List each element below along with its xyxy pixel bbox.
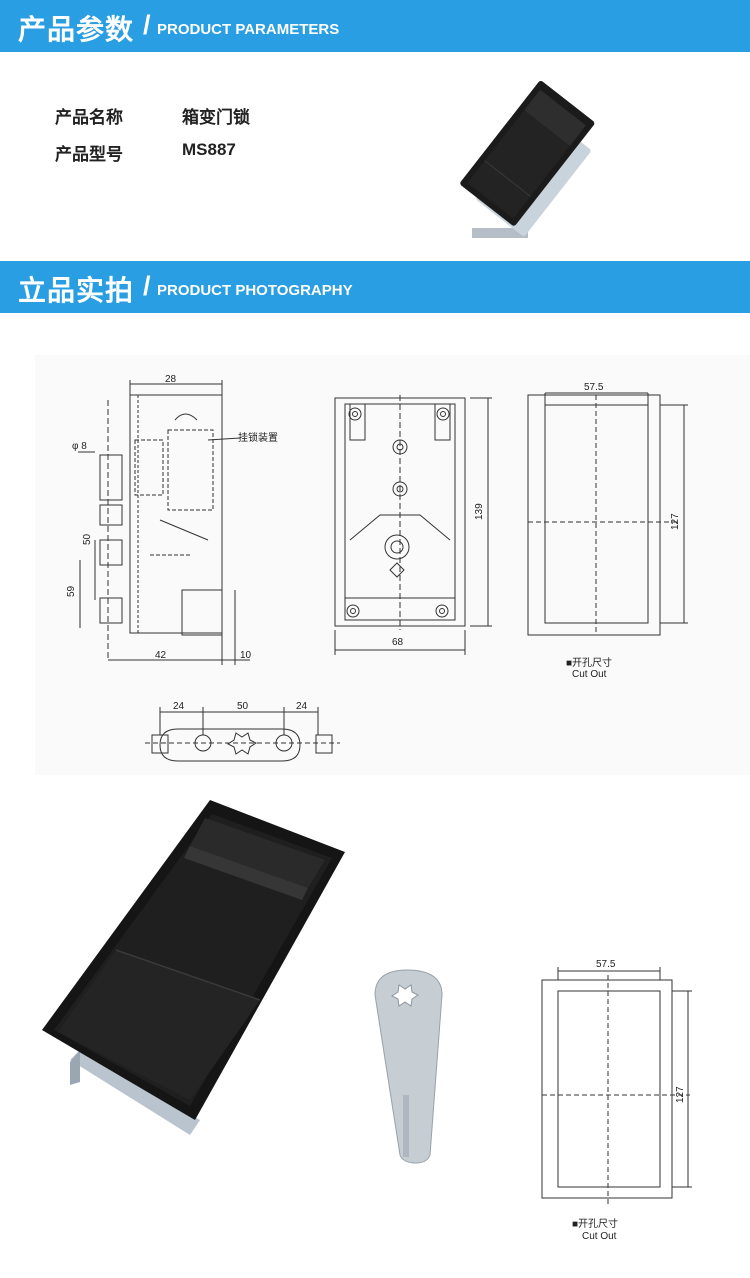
cam-drawing bbox=[145, 707, 340, 762]
dim-label: 24 bbox=[296, 701, 308, 712]
section-title-cn: 立品实拍 bbox=[18, 274, 135, 307]
cutout-label-cn: ■开孔尺寸 bbox=[566, 656, 612, 669]
section-slash: / bbox=[143, 10, 151, 40]
dim-label: 68 bbox=[392, 637, 404, 648]
section-banner-parameters: 产品参数 / PRODUCT PARAMETERS bbox=[0, 0, 750, 52]
dim-label: 139 bbox=[474, 503, 485, 520]
dim-label: 57.5 bbox=[584, 382, 604, 393]
dim-label: 24 bbox=[173, 701, 185, 712]
dim-label: 28 bbox=[165, 374, 177, 385]
cutout-label-en: Cut Out bbox=[582, 1231, 617, 1242]
param-value: 箱变门锁 bbox=[182, 108, 250, 128]
dim-label: φ 8 bbox=[72, 441, 87, 452]
dim-label: 挂锁装置 bbox=[238, 431, 278, 444]
dim-label: 50 bbox=[237, 701, 249, 712]
section-title-en: PRODUCT PHOTOGRAPHY bbox=[157, 282, 353, 299]
dim-label: 127 bbox=[675, 1086, 686, 1103]
product-photo-large bbox=[42, 800, 345, 1135]
dim-label: 10 bbox=[240, 650, 252, 661]
section-title-cn: 产品参数 bbox=[18, 13, 135, 46]
dim-label: 127 bbox=[670, 513, 681, 530]
cutout-label-cn: ■开孔尺寸 bbox=[572, 1217, 618, 1230]
cam-tongue-photo bbox=[374, 969, 443, 1164]
cutout-drawing-2: 57.5 127 ■开孔尺寸 Cut Out bbox=[541, 959, 692, 1242]
section-title-en: PRODUCT PARAMETERS bbox=[157, 21, 340, 38]
param-value: MS887 bbox=[182, 140, 236, 159]
side-view-drawing bbox=[78, 380, 250, 665]
dim-label: 50 bbox=[82, 533, 93, 545]
technical-drawings: 28 φ 8 挂锁装置 50 59 42 10 139 68 57.5 127 … bbox=[66, 374, 688, 762]
section-slash: / bbox=[143, 271, 151, 301]
param-label: 产品型号 bbox=[55, 145, 123, 165]
dim-label: 42 bbox=[155, 650, 167, 661]
technical-drawing-area bbox=[35, 355, 750, 775]
param-label: 产品名称 bbox=[55, 108, 123, 128]
dim-label: 59 bbox=[66, 585, 77, 597]
cutout-drawing bbox=[527, 392, 688, 636]
product-thumbnail bbox=[460, 80, 595, 238]
front-view-drawing bbox=[334, 395, 492, 655]
cutout-label-en: Cut Out bbox=[572, 669, 607, 680]
dim-label: 57.5 bbox=[596, 959, 616, 970]
section-banner-photography: 立品实拍 / PRODUCT PHOTOGRAPHY bbox=[0, 261, 750, 313]
